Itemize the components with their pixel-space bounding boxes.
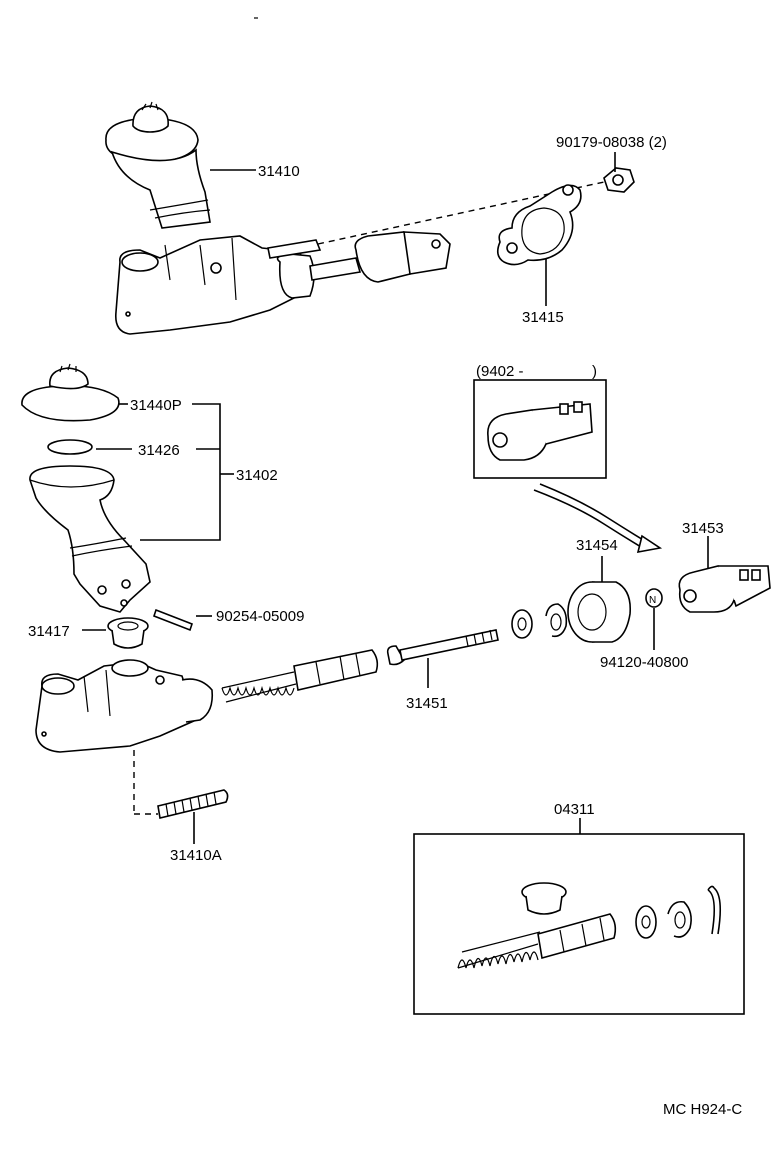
- kit-box-04311: [413, 833, 745, 1015]
- push-rod-31451: [386, 629, 499, 666]
- stud-31410a: [157, 789, 229, 819]
- seal-31426: [47, 439, 93, 455]
- boot-31454: [567, 581, 632, 643]
- label-9402-close: ): [592, 363, 597, 380]
- grommet-31417: [107, 617, 149, 649]
- label-31410a: 31410A: [170, 847, 222, 864]
- label-31402: 31402: [236, 467, 278, 484]
- label-31454: 31454: [576, 537, 618, 554]
- washer: [511, 609, 533, 639]
- nut-94120: N: [645, 588, 663, 608]
- svg-text:N: N: [649, 595, 656, 606]
- label-31417: 31417: [28, 623, 70, 640]
- reservoir-31402: [29, 465, 151, 613]
- label-31415: 31415: [522, 309, 564, 326]
- label-31426: 31426: [138, 442, 180, 459]
- label-04311: 04311: [554, 801, 595, 818]
- label-31451: 31451: [406, 695, 448, 712]
- snap-ring: [545, 603, 568, 638]
- inset-box-9402: [473, 379, 607, 479]
- inset-clevis: [487, 401, 593, 461]
- label-94120-40800: 94120-40800: [600, 654, 688, 671]
- gasket-31415: [496, 184, 582, 266]
- cylinder-body-31410: [35, 659, 214, 753]
- clevis-31453: [678, 565, 771, 613]
- pin-90254: [153, 608, 193, 632]
- label-90179-08038: 90179-08038 (2): [556, 134, 667, 151]
- label-31440p: 31440P: [130, 397, 182, 414]
- spring-piston: [221, 649, 379, 703]
- label-31410: 31410: [258, 163, 300, 180]
- inset-arrow: [539, 483, 651, 545]
- label-90254-05009: 90254-05009: [216, 608, 304, 625]
- reservoir-cap-31440p: [21, 363, 120, 422]
- label-9402: (9402 -: [476, 363, 524, 380]
- label-31453: 31453: [682, 520, 724, 537]
- assembled-master-cylinder: [105, 101, 451, 335]
- kit-parts: [457, 882, 722, 969]
- diagram-code: MC H924-C: [663, 1101, 742, 1118]
- nut-90179: [603, 167, 635, 193]
- bracket-31402: [140, 403, 221, 541]
